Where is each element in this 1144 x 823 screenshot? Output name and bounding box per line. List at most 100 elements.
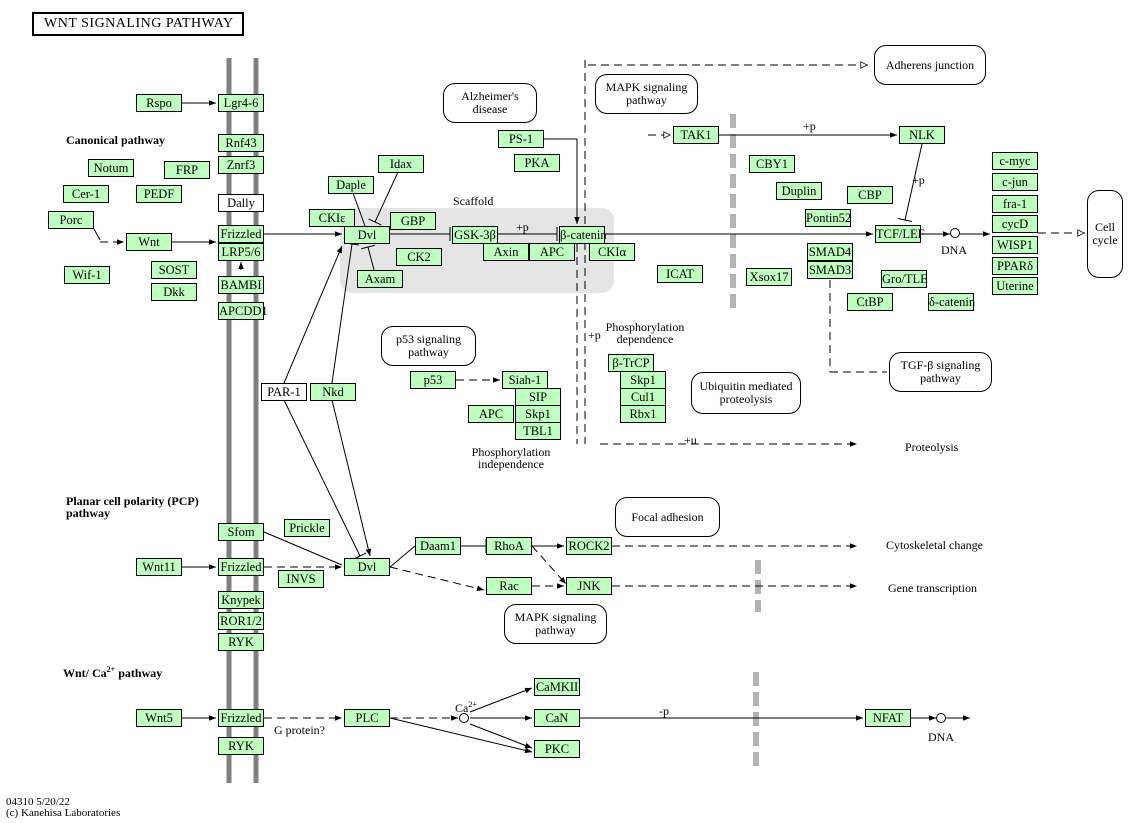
gene-node-invs[interactable]: INVS bbox=[278, 570, 324, 588]
gene-node-pontin52[interactable]: Pontin52 bbox=[805, 209, 852, 227]
gene-node-wif1[interactable]: Wif-1 bbox=[64, 266, 110, 284]
gene-node-ctbp[interactable]: CtBP bbox=[847, 293, 893, 311]
gene-node-daple[interactable]: Daple bbox=[328, 176, 374, 194]
gene-node-frizzled3[interactable]: Frizzled bbox=[218, 709, 264, 727]
gene-node-icat[interactable]: ICAT bbox=[657, 265, 703, 283]
gene-node-sfom[interactable]: Sfom bbox=[218, 523, 264, 541]
gene-node-par1[interactable]: PAR-1 bbox=[261, 383, 307, 401]
gene-node-rspo[interactable]: Rspo bbox=[136, 94, 182, 112]
gene-node-dcatenin[interactable]: δ-catenin bbox=[928, 293, 976, 311]
gene-node-gsk3b[interactable]: GSK-3β bbox=[452, 226, 498, 244]
gene-node-cbp[interactable]: CBP bbox=[847, 186, 893, 204]
gene-node-dvl1[interactable]: Dvl bbox=[344, 226, 390, 244]
gene-node-ryk2[interactable]: RYK bbox=[218, 737, 264, 755]
compound-circle[interactable] bbox=[936, 713, 946, 723]
gene-node-bcatenin[interactable]: β-catenin bbox=[559, 226, 607, 244]
gene-node-tcflef[interactable]: TCF/LEF bbox=[875, 225, 925, 243]
gene-node-nfat[interactable]: NFAT bbox=[865, 709, 911, 727]
gene-node-rock2[interactable]: ROCK2 bbox=[566, 537, 612, 555]
gene-node-knypek[interactable]: Knypek bbox=[218, 591, 264, 609]
pathway-map-focal[interactable]: Focal adhesion bbox=[615, 497, 720, 537]
gene-node-wnt11[interactable]: Wnt11 bbox=[136, 558, 182, 576]
gene-node-ckie[interactable]: CKIε bbox=[309, 209, 355, 227]
gene-node-daam1[interactable]: Daam1 bbox=[415, 537, 461, 555]
gene-node-rnf43[interactable]: Rnf43 bbox=[218, 134, 264, 152]
gene-node-pkc[interactable]: PKC bbox=[534, 740, 580, 758]
gene-node-cjun[interactable]: c-jun bbox=[992, 173, 1038, 191]
gene-node-cer1[interactable]: Cer-1 bbox=[63, 185, 109, 203]
gene-node-rac[interactable]: Rac bbox=[486, 577, 532, 595]
gene-node-ck2[interactable]: CK2 bbox=[396, 248, 442, 266]
gene-node-porc[interactable]: Porc bbox=[48, 211, 94, 229]
gene-node-idax[interactable]: Idax bbox=[378, 155, 424, 173]
gene-node-wnt5[interactable]: Wnt5 bbox=[136, 709, 182, 727]
gene-node-ps1[interactable]: PS-1 bbox=[498, 130, 544, 148]
gene-node-pka[interactable]: PKA bbox=[514, 154, 560, 172]
gene-node-apcdd1[interactable]: APCDD1 bbox=[218, 302, 268, 320]
gene-node-cmyc[interactable]: c-myc bbox=[992, 152, 1038, 170]
gene-node-dally[interactable]: Dally bbox=[218, 194, 264, 212]
gene-node-nkd[interactable]: Nkd bbox=[310, 383, 356, 401]
gene-node-ror12[interactable]: ROR1/2 bbox=[218, 612, 264, 630]
gene-node-frp[interactable]: FRP bbox=[164, 161, 210, 179]
gene-node-dkk[interactable]: Dkk bbox=[151, 283, 197, 301]
gene-node-tbl1[interactable]: TBL1 bbox=[515, 422, 561, 440]
gene-node-ppard[interactable]: PPARδ bbox=[992, 257, 1038, 275]
compound-circle[interactable] bbox=[950, 228, 960, 238]
gene-node-frizzled1[interactable]: Frizzled bbox=[218, 225, 264, 243]
gene-node-cby1[interactable]: CBY1 bbox=[749, 155, 795, 173]
gene-node-duplin[interactable]: Duplin bbox=[776, 182, 822, 200]
gene-node-nlk[interactable]: NLK bbox=[899, 126, 945, 144]
gene-node-axin[interactable]: Axin bbox=[483, 243, 529, 261]
gene-node-apc1[interactable]: APC bbox=[529, 243, 575, 261]
pathway-map-adherens[interactable]: Adherens junction bbox=[874, 45, 986, 85]
gene-node-bambi[interactable]: BAMBI bbox=[218, 276, 264, 294]
gene-node-ckia[interactable]: CKIα bbox=[589, 243, 635, 261]
gene-node-wisp1[interactable]: WISP1 bbox=[992, 236, 1038, 254]
gene-node-cul1[interactable]: Cul1 bbox=[620, 388, 666, 406]
gene-node-xsox17[interactable]: Xsox17 bbox=[746, 268, 792, 286]
gene-node-jnk[interactable]: JNK bbox=[566, 577, 612, 595]
gene-node-siah1[interactable]: Siah-1 bbox=[502, 371, 548, 389]
gene-node-dvl2[interactable]: Dvl bbox=[344, 558, 390, 576]
gene-node-grotle[interactable]: Gro/TLE bbox=[881, 270, 928, 288]
gene-node-gbp[interactable]: GBP bbox=[390, 212, 436, 230]
gene-node-rhoa[interactable]: RhoA bbox=[486, 537, 532, 555]
gene-node-sip[interactable]: SIP bbox=[515, 388, 561, 406]
gene-node-frizzled2[interactable]: Frizzled bbox=[218, 558, 264, 576]
gene-node-lgr46[interactable]: Lgr4-6 bbox=[218, 94, 264, 112]
gene-node-plc[interactable]: PLC bbox=[344, 709, 390, 727]
gene-node-can[interactable]: CaN bbox=[534, 709, 580, 727]
gene-node-skp1b[interactable]: Skp1 bbox=[620, 371, 666, 389]
gene-node-camkii[interactable]: CaMKII bbox=[534, 678, 580, 696]
gene-node-uterine[interactable]: Uterine bbox=[992, 277, 1038, 295]
gene-node-sost[interactable]: SOST bbox=[151, 261, 197, 279]
gene-node-rbx1[interactable]: Rbx1 bbox=[620, 405, 666, 423]
gene-node-p53[interactable]: p53 bbox=[410, 371, 456, 389]
gene-node-pedf[interactable]: PEDF bbox=[136, 185, 182, 203]
gene-node-smad4[interactable]: SMAD4 bbox=[807, 243, 853, 261]
gene-node-znrf3[interactable]: Znrf3 bbox=[218, 156, 264, 174]
compound-circle[interactable] bbox=[459, 713, 469, 723]
gene-node-axam[interactable]: Axam bbox=[357, 270, 403, 288]
gene-node-tak1[interactable]: TAK1 bbox=[673, 126, 719, 144]
gene-node-prickle[interactable]: Prickle bbox=[284, 519, 330, 537]
gene-node-notum[interactable]: Notum bbox=[88, 159, 134, 177]
gene-node-apc2[interactable]: APC bbox=[468, 405, 514, 423]
gene-node-wnt[interactable]: Wnt bbox=[126, 233, 172, 251]
gene-node-smad3[interactable]: SMAD3 bbox=[807, 261, 853, 279]
gene-node-btrcp[interactable]: β-TrCP bbox=[608, 354, 654, 372]
gene-node-ryk1[interactable]: RYK bbox=[218, 633, 264, 651]
gene-node-lrp56[interactable]: LRP5/6 bbox=[218, 243, 264, 261]
gene-node-cycd[interactable]: cycD bbox=[992, 215, 1038, 233]
gene-node-fra1[interactable]: fra-1 bbox=[992, 195, 1038, 213]
gene-node-skp1a[interactable]: Skp1 bbox=[515, 405, 561, 423]
